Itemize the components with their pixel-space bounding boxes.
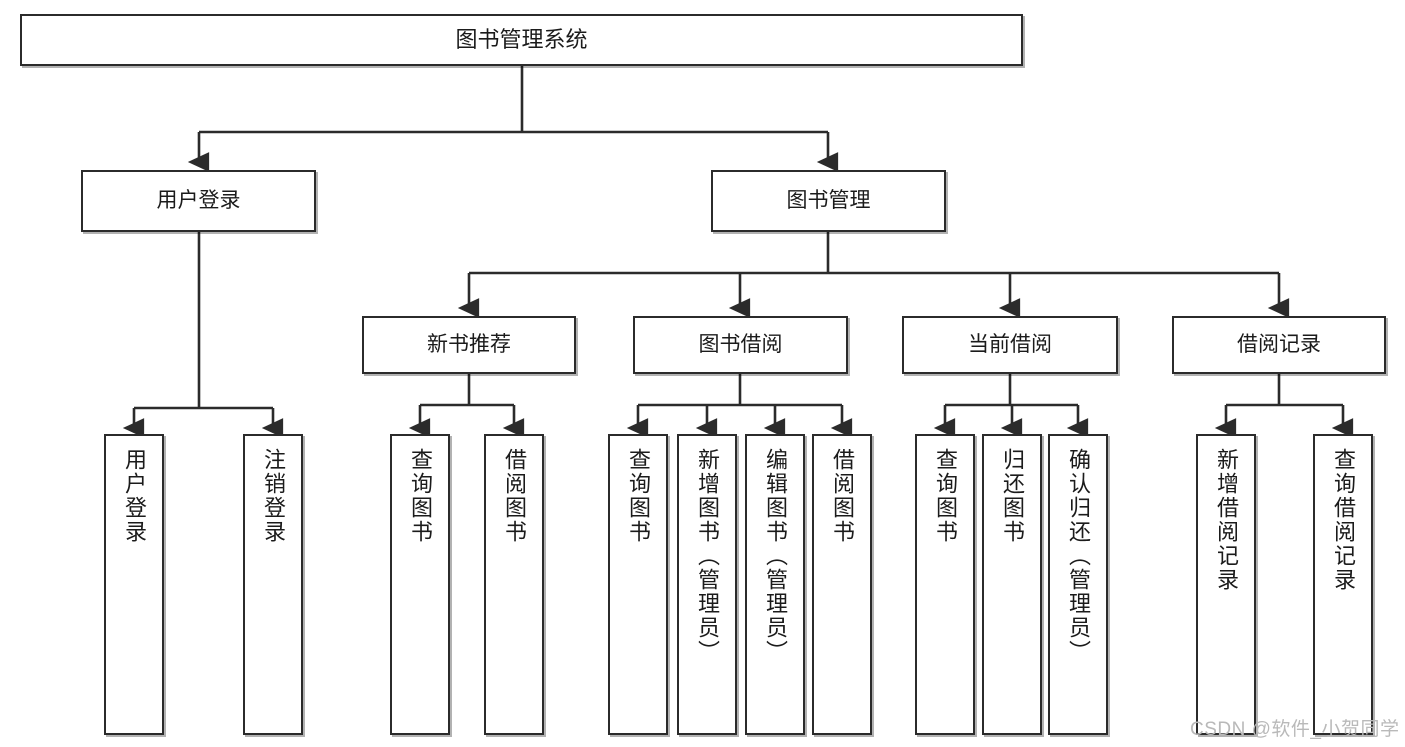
node-new-book-rec-label: 新书推荐 bbox=[427, 332, 511, 356]
node-root-label: 图书管理系统 bbox=[455, 27, 588, 53]
node-leaf-edit-book[interactable]: 编辑图书（管理员） bbox=[745, 434, 805, 735]
node-leaf-query-record-label: 查询借阅记录 bbox=[1331, 448, 1356, 592]
node-leaf-return-book[interactable]: 归还图书 bbox=[982, 434, 1042, 735]
node-leaf-return-book-label: 归还图书 bbox=[1000, 448, 1025, 544]
node-leaf-query-record[interactable]: 查询借阅记录 bbox=[1313, 434, 1373, 735]
node-leaf-confirm-return-label: 确认归还（管理员） bbox=[1066, 448, 1091, 664]
node-book-manage[interactable]: 图书管理 bbox=[711, 170, 946, 232]
node-leaf-borrow-book-1-label: 借阅图书 bbox=[502, 448, 527, 544]
node-leaf-add-record[interactable]: 新增借阅记录 bbox=[1196, 434, 1256, 735]
node-borrow-record[interactable]: 借阅记录 bbox=[1172, 316, 1386, 374]
csdn-watermark: CSDN @软件_小贺同学 bbox=[1190, 719, 1400, 740]
node-leaf-query-book-3-label: 查询图书 bbox=[933, 448, 958, 544]
node-leaf-confirm-return[interactable]: 确认归还（管理员） bbox=[1048, 434, 1108, 735]
node-leaf-add-book[interactable]: 新增图书（管理员） bbox=[677, 434, 737, 735]
node-leaf-borrow-book-2-label: 借阅图书 bbox=[830, 448, 855, 544]
node-user-login-label: 用户登录 bbox=[156, 188, 241, 212]
node-leaf-query-book-2[interactable]: 查询图书 bbox=[608, 434, 668, 735]
node-new-book-rec[interactable]: 新书推荐 bbox=[362, 316, 576, 374]
node-leaf-query-book-3[interactable]: 查询图书 bbox=[915, 434, 975, 735]
node-book-borrow[interactable]: 图书借阅 bbox=[633, 316, 848, 374]
node-leaf-borrow-book-1[interactable]: 借阅图书 bbox=[484, 434, 544, 735]
node-leaf-add-record-label: 新增借阅记录 bbox=[1214, 448, 1239, 592]
node-borrow-record-label: 借阅记录 bbox=[1237, 332, 1321, 356]
node-current-borrow-label: 当前借阅 bbox=[968, 332, 1052, 356]
node-leaf-user-login[interactable]: 用户登录 bbox=[104, 434, 164, 735]
node-leaf-user-login-label: 用户登录 bbox=[122, 448, 147, 544]
node-leaf-query-book-1-label: 查询图书 bbox=[408, 448, 433, 544]
node-root[interactable]: 图书管理系统 bbox=[20, 14, 1023, 66]
node-leaf-edit-book-label: 编辑图书（管理员） bbox=[763, 448, 788, 664]
node-leaf-add-book-label: 新增图书（管理员） bbox=[695, 448, 720, 664]
node-book-borrow-label: 图书借阅 bbox=[698, 332, 783, 356]
node-leaf-query-book-1[interactable]: 查询图书 bbox=[390, 434, 450, 735]
node-current-borrow[interactable]: 当前借阅 bbox=[902, 316, 1118, 374]
node-leaf-logout-label: 注销登录 bbox=[261, 448, 286, 544]
node-user-login[interactable]: 用户登录 bbox=[81, 170, 316, 232]
node-leaf-query-book-2-label: 查询图书 bbox=[626, 448, 651, 544]
node-leaf-borrow-book-2[interactable]: 借阅图书 bbox=[812, 434, 872, 735]
node-leaf-logout[interactable]: 注销登录 bbox=[243, 434, 303, 735]
node-book-manage-label: 图书管理 bbox=[786, 188, 871, 212]
